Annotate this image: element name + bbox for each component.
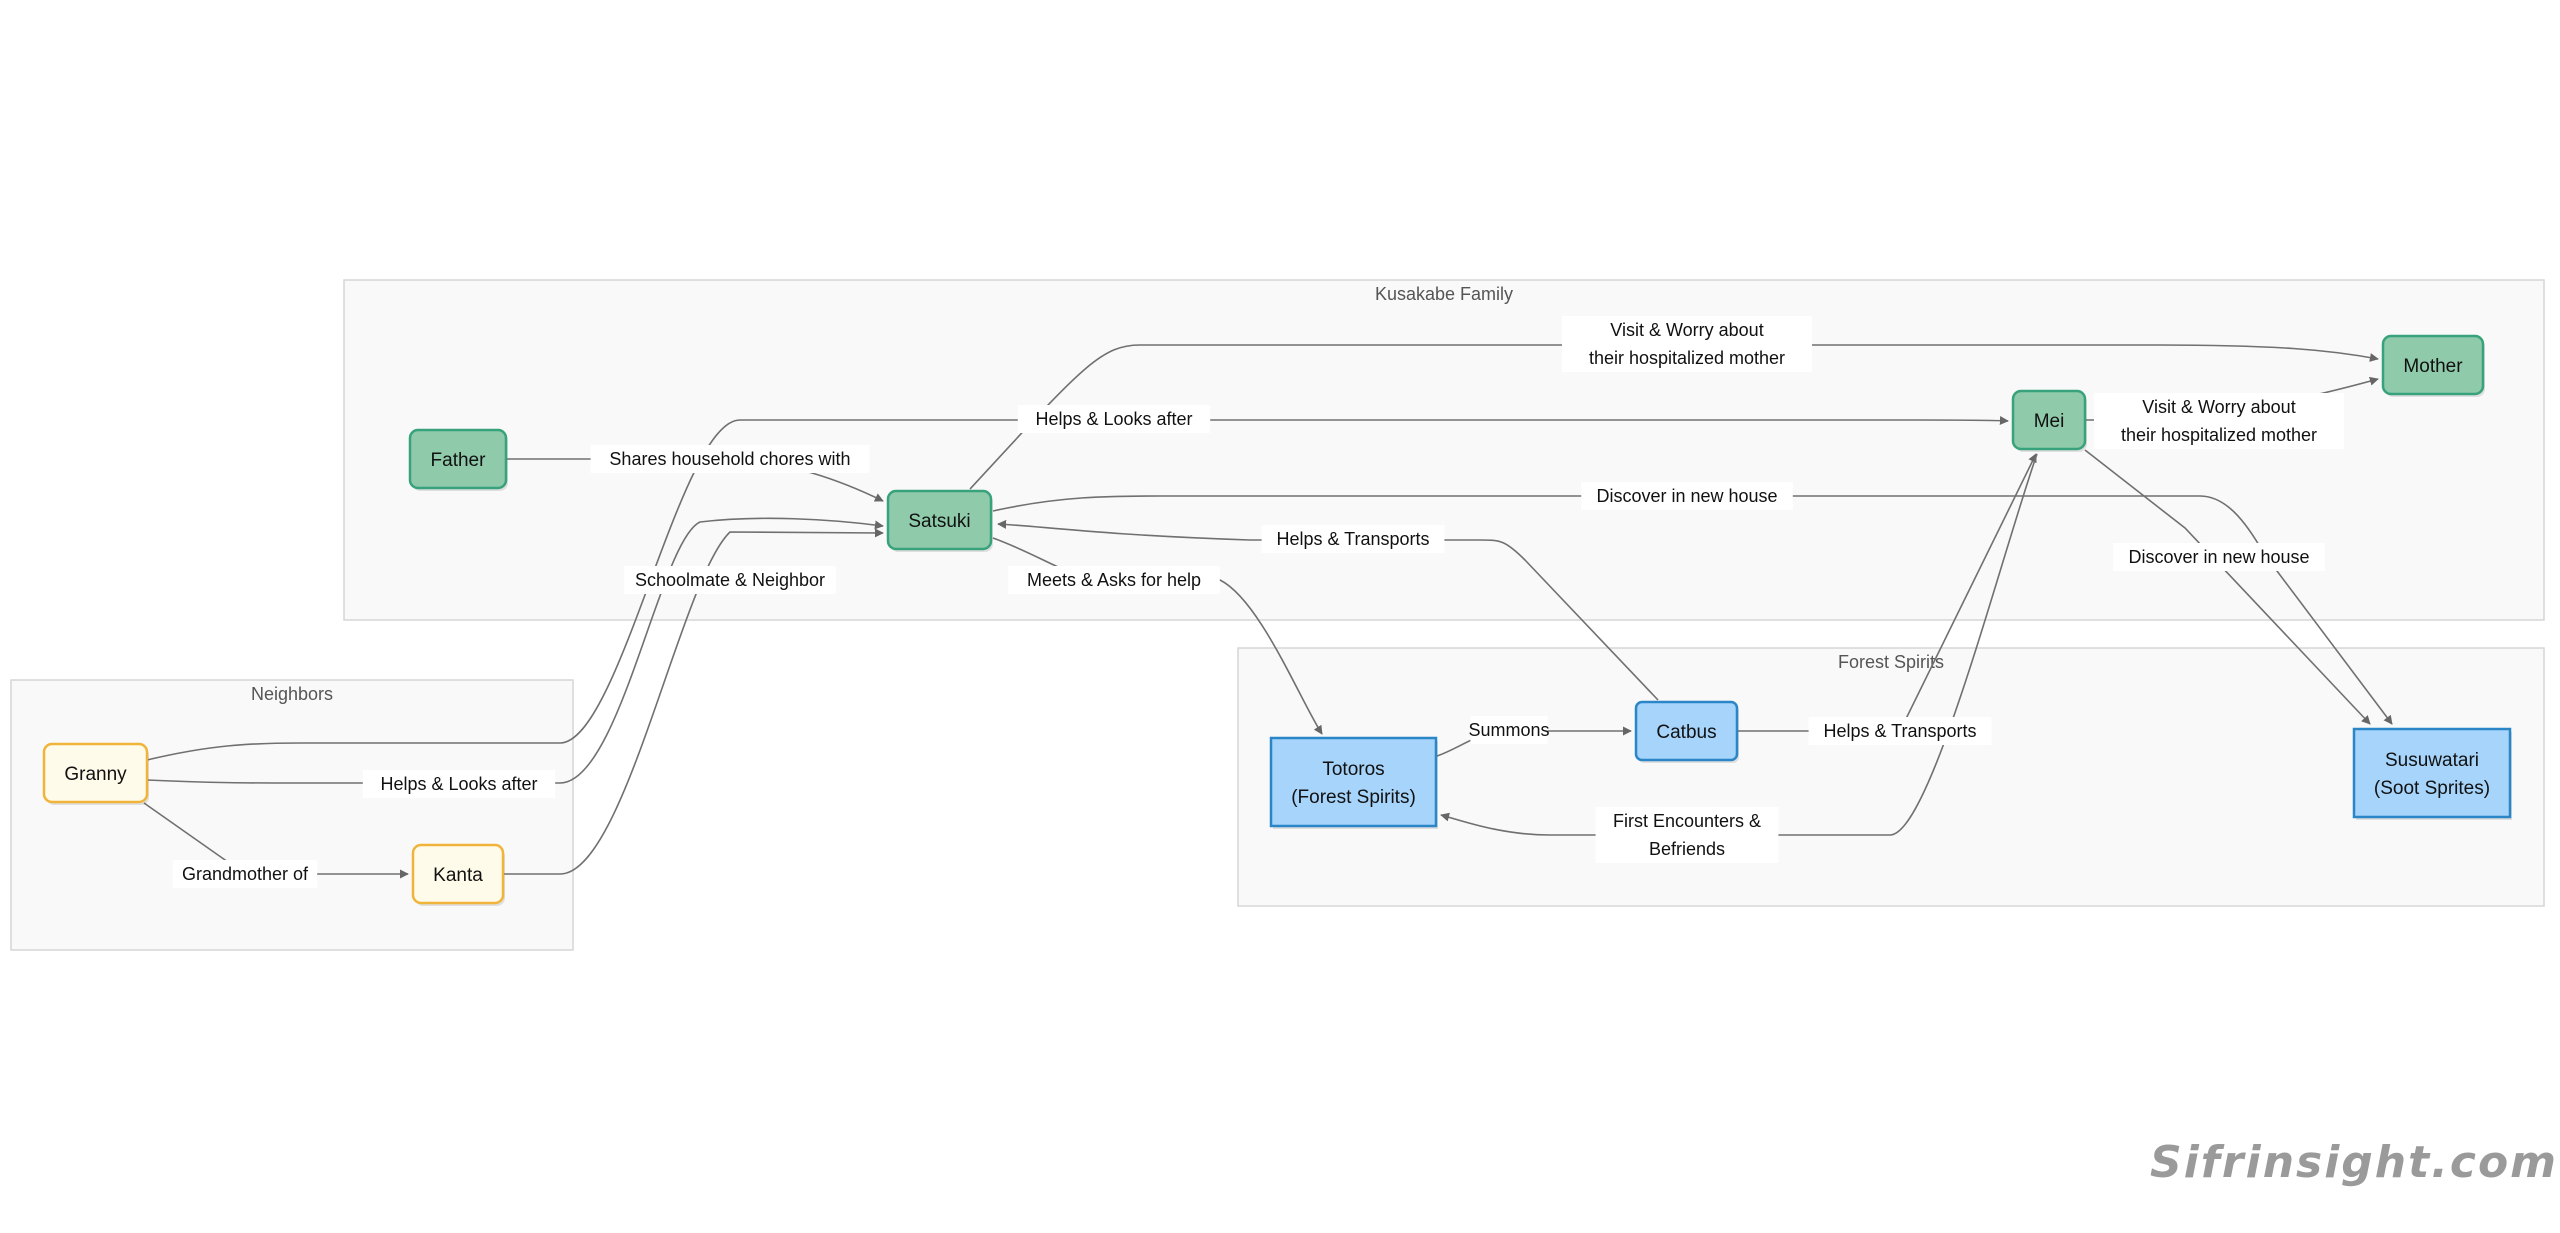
edge-label-text: Visit & Worry about (2142, 397, 2295, 417)
edge-label-background (2094, 393, 2344, 449)
node-catbus-box[interactable] (1634, 700, 1739, 762)
node-susuwatari-label: Susuwatari (2385, 750, 2479, 771)
node-father[interactable]: Father (408, 428, 508, 491)
edge-label-mei-mother: Visit & Worry about their hospitalized mo… (2094, 393, 2344, 449)
node-satsuki-box[interactable] (886, 489, 993, 551)
edge-label-mei-susuwatari: Discover in new house (2113, 543, 2325, 571)
edge-label-granny-kanta: Grandmother of (172, 860, 318, 888)
node-granny-label: Granny (64, 764, 127, 785)
node-catbus-label: Catbus (1656, 722, 1716, 743)
node-mei[interactable]: Mei (2011, 389, 2087, 452)
node-susuwatari-box[interactable] (2352, 727, 2512, 819)
edge-label-satsuki-susuwatari: Discover in new house (1581, 482, 1793, 510)
edge-label-text: their hospitalized mother (2121, 425, 2317, 445)
edge-granny-mei (146, 416, 2009, 761)
edge-label-background (1470, 716, 1548, 744)
edge-label-background (1261, 525, 1445, 553)
edge-label-granny-mei: Helps & Looks after (1017, 405, 1211, 433)
node-granny[interactable]: Granny (42, 742, 149, 805)
edge-label-text: Helps & Looks after (1035, 409, 1192, 429)
node-kanta[interactable]: Kanta (411, 843, 505, 906)
node-granny-box[interactable] (42, 742, 149, 804)
edge-label-background (590, 445, 870, 473)
edge-label-mei-totoros: First Encounters & Befriends (1595, 807, 1779, 863)
cluster-neighbors: Neighbors (10, 679, 574, 951)
edge-label-text: First Encounters & (1613, 811, 1761, 831)
edge-label-text: Meets & Asks for help (1027, 570, 1201, 590)
cluster-neighbors-box (10, 679, 574, 951)
edge-label-background (1017, 405, 1211, 433)
edge-label-satsuki-totoros: Meets & Asks for help (1008, 566, 1220, 594)
edge-label-catbus-satsuki: Helps & Transports (1261, 525, 1445, 553)
edge-label-text: Shares household chores with (609, 449, 850, 469)
node-totoros[interactable]: Totoros (Forest Spirits) (1269, 736, 1438, 829)
edge-label-text: Grandmother of (182, 864, 309, 884)
edge-satsuki-susuwatari (992, 495, 2393, 725)
edge-label-text: Helps & Looks after (380, 774, 537, 794)
edge-granny-satsuki (146, 517, 884, 784)
cluster-spirits-title: Forest Spirits (1838, 652, 1944, 672)
edge-label-satsuki-mother: Visit & Worry about their hospitalized mo… (1562, 316, 1812, 372)
edge-label-background (1808, 717, 1992, 745)
node-kanta-label: Kanta (433, 865, 483, 886)
edge-label-father-satsuki: Shares household chores with (590, 445, 870, 473)
edge-kanta-satsuki (504, 528, 884, 875)
edge-label-text: Discover in new house (1596, 486, 1777, 506)
cluster-neighbors-title: Neighbors (251, 684, 333, 704)
edge-mei-totoros (1440, 453, 2038, 836)
edge-label-text: Discover in new house (2128, 547, 2309, 567)
edge-mei-susuwatari (2084, 449, 2371, 725)
edge-catbus-satsuki (997, 519, 1659, 701)
node-kanta-box[interactable] (411, 843, 505, 905)
edge-label-background (624, 566, 836, 594)
node-father-box[interactable] (408, 428, 508, 490)
node-mei-label: Mei (2034, 411, 2065, 432)
edge-label-catbus-mei: Helps & Transports (1808, 717, 1992, 745)
cluster-spirits-box (1237, 647, 2545, 907)
edge-label-granny-satsuki: Helps & Looks after (362, 770, 556, 798)
edge-label-text: Helps & Transports (1276, 529, 1429, 549)
edge-label-background (1595, 807, 1779, 863)
node-susuwatari-label: (Soot Sprites) (2374, 778, 2490, 799)
node-mother-box[interactable] (2381, 334, 2485, 396)
edge-label-text: Schoolmate & Neighbor (635, 570, 825, 590)
node-susuwatari[interactable]: Susuwatari (Soot Sprites) (2352, 727, 2512, 820)
node-mother[interactable]: Mother (2381, 334, 2485, 397)
edge-satsuki-totoros (992, 537, 1323, 735)
edge-label-background (2113, 543, 2325, 571)
node-mei-box[interactable] (2011, 389, 2087, 451)
node-satsuki[interactable]: Satsuki (886, 489, 993, 552)
edge-label-totoros-catbus: Summons (1468, 716, 1550, 744)
edge-label-background (1581, 482, 1793, 510)
node-totoros-label: Totoros (1322, 759, 1384, 780)
watermark: Sifrinsight.com (2150, 1137, 2558, 1188)
edge-label-text: Befriends (1649, 839, 1725, 859)
edge-label-text: Helps & Transports (1823, 721, 1976, 741)
node-totoros-box[interactable] (1269, 736, 1438, 828)
edge-label-kanta-satsuki: Schoolmate & Neighbor (624, 566, 836, 594)
node-totoros-label: (Forest Spirits) (1291, 787, 1416, 808)
cluster-family-title: Kusakabe Family (1375, 284, 1513, 304)
edge-label-text: Summons (1468, 720, 1549, 740)
edge-label-text: their hospitalized mother (1589, 348, 1785, 368)
edge-label-background (172, 860, 318, 888)
edge-label-background (1008, 566, 1220, 594)
node-father-label: Father (431, 450, 487, 471)
edge-label-background (362, 770, 556, 798)
node-mother-label: Mother (2403, 356, 2463, 377)
edge-label-background (1562, 316, 1812, 372)
edge-label-text: Visit & Worry about (1610, 320, 1763, 340)
node-satsuki-label: Satsuki (908, 511, 970, 532)
cluster-spirits: Forest Spirits (1237, 647, 2545, 907)
node-catbus[interactable]: Catbus (1634, 700, 1739, 763)
